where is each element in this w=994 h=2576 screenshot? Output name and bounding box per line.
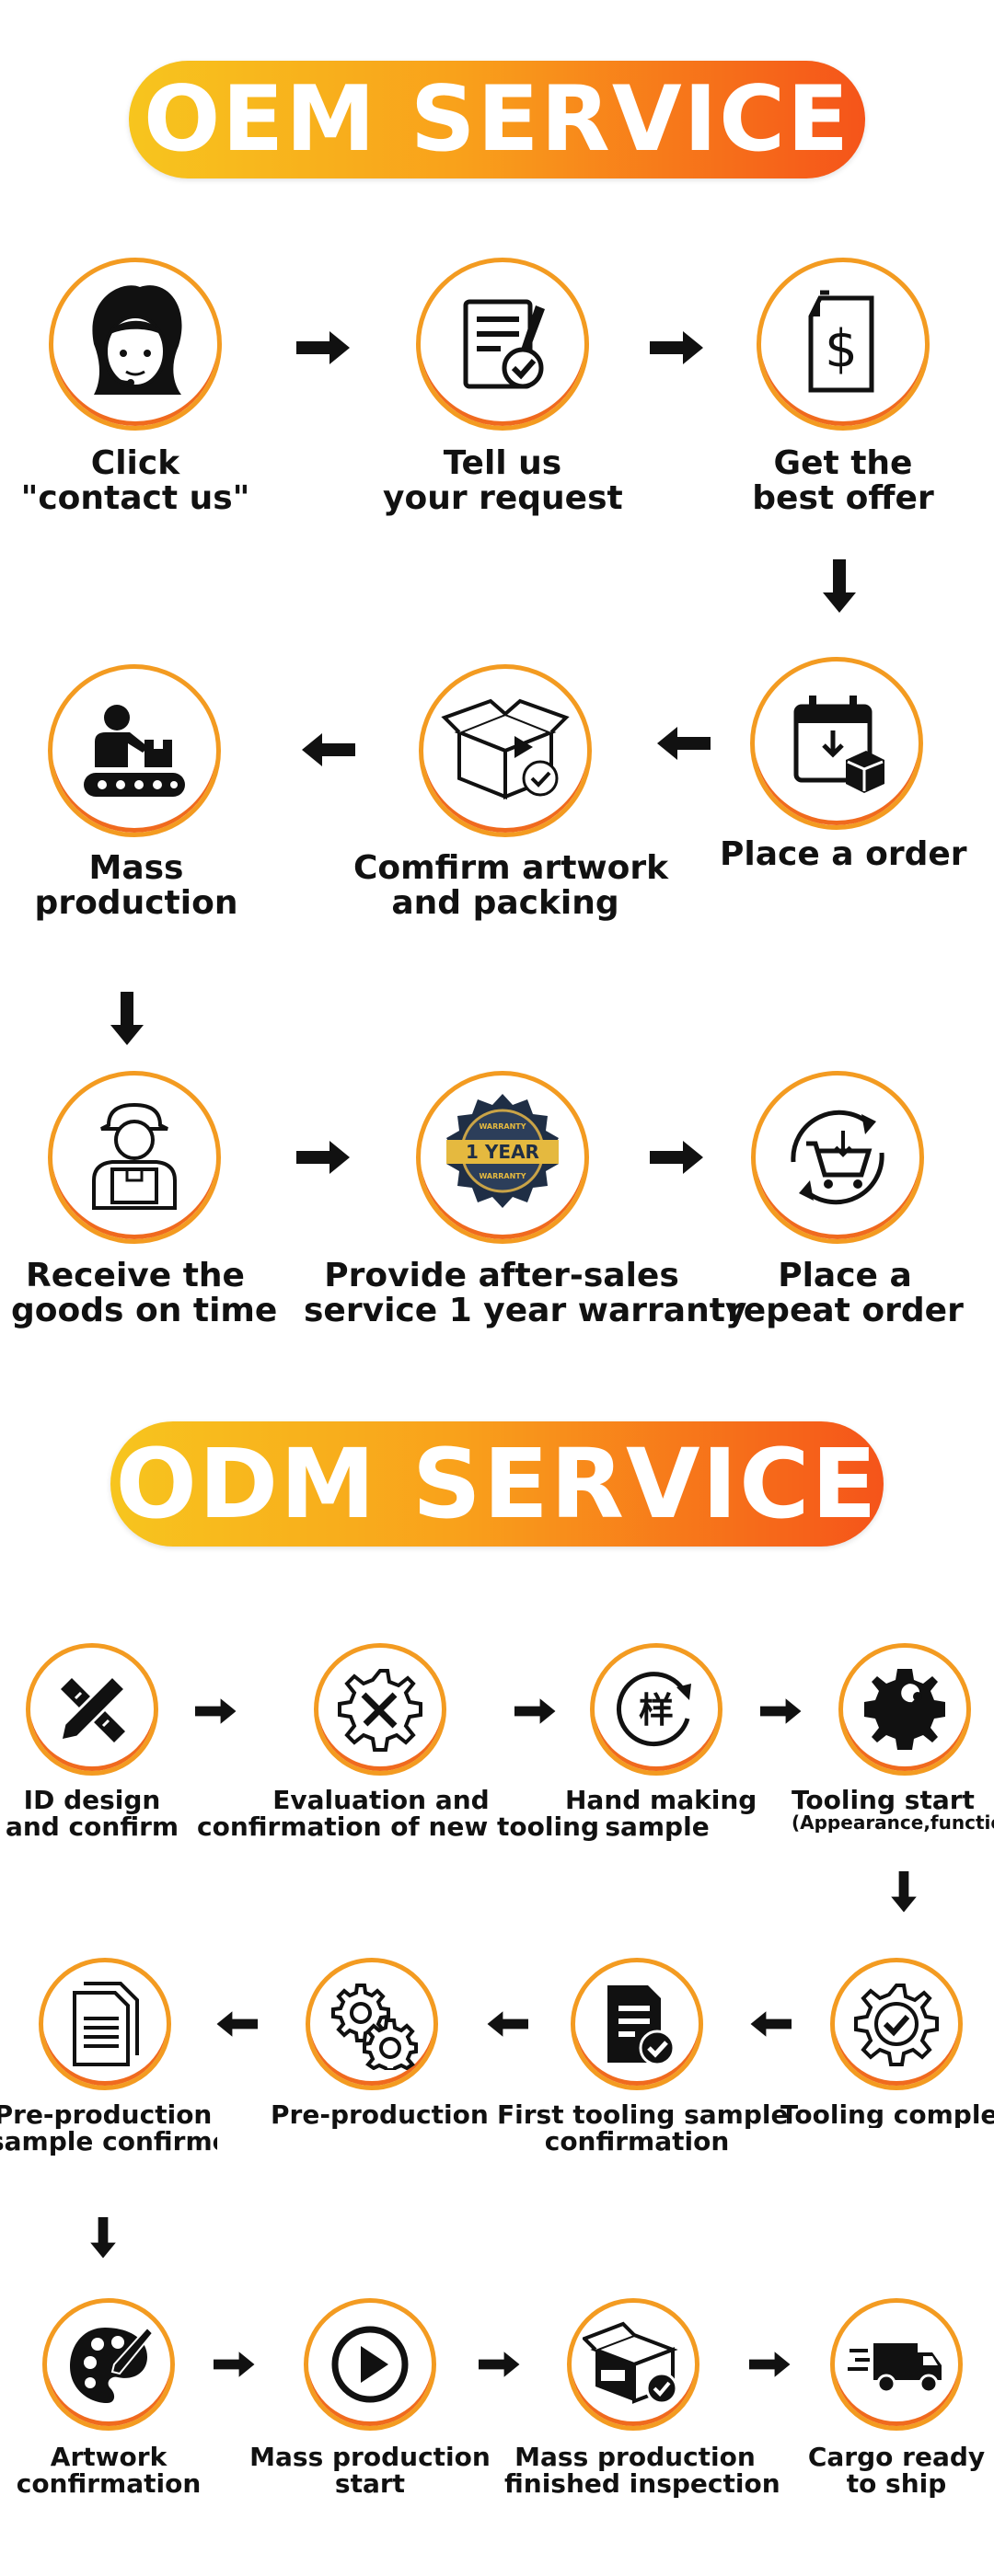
svg-text:$: $	[825, 319, 858, 379]
gear-check-icon	[830, 1958, 963, 2090]
price-offer-icon: $	[757, 258, 930, 431]
oem-service-banner: OEM SERVICE	[129, 61, 865, 178]
arrow-left-icon	[302, 733, 355, 766]
arrow-down-icon	[823, 559, 856, 613]
repeat-cart-icon	[751, 1071, 924, 1244]
oem-service-title: OEM SERVICE	[143, 67, 851, 172]
sample-stamp-icon: 样	[590, 1643, 722, 1776]
svg-text:WARRANTY: WARRANTY	[479, 1172, 526, 1180]
customer-service-icon	[49, 258, 222, 431]
arrow-right-icon	[514, 1698, 556, 1724]
packing-box-icon	[419, 664, 592, 837]
production-line-icon	[48, 664, 221, 837]
odm-step-label: Tooling complet	[780, 2101, 994, 2129]
odm-step-label: Tooling start(Appearance,function,str	[792, 1787, 994, 1834]
arrow-right-icon	[296, 331, 350, 364]
document-check-icon	[571, 1958, 703, 2090]
tools-gear-icon	[314, 1643, 446, 1776]
arrow-right-icon	[195, 1698, 237, 1724]
delivery-person-icon	[48, 1071, 221, 1244]
arrow-left-icon	[487, 2011, 528, 2037]
truck-icon	[830, 2298, 963, 2431]
svg-text:WARRANTY: WARRANTY	[479, 1122, 526, 1131]
arrow-left-icon	[216, 2011, 258, 2037]
box-check-icon	[567, 2298, 699, 2431]
gear-wrench-icon	[838, 1643, 971, 1776]
palette-icon	[42, 2298, 175, 2431]
warranty-badge-icon: 1 YEAR WARRANTY WARRANTY	[416, 1071, 589, 1244]
calendar-order-icon	[750, 657, 923, 830]
documents-icon	[39, 1958, 171, 2090]
odm-step-label: Pre-production	[271, 2099, 489, 2130]
arrow-right-icon	[214, 2352, 255, 2377]
gears-icon	[306, 1958, 438, 2090]
arrow-right-icon	[650, 331, 703, 364]
play-icon	[304, 2298, 436, 2431]
arrow-right-icon	[479, 2352, 520, 2377]
arrow-right-icon	[650, 1141, 703, 1174]
odm-service-banner: ODM SERVICE	[110, 1421, 884, 1547]
arrow-right-icon	[760, 1698, 802, 1724]
arrow-down-icon	[891, 1871, 917, 1913]
oem-step-label: Place a order	[720, 835, 967, 873]
arrow-right-icon	[296, 1141, 350, 1174]
request-form-icon	[416, 258, 589, 431]
arrow-down-icon	[90, 2217, 116, 2259]
svg-text:1 YEAR: 1 YEAR	[466, 1141, 539, 1163]
arrow-left-icon	[750, 2011, 792, 2037]
oem-step-label: Click"contact us"	[20, 444, 250, 517]
pencil-ruler-icon	[26, 1643, 158, 1776]
arrow-down-icon	[110, 992, 144, 1045]
odm-service-title: ODM SERVICE	[115, 1428, 879, 1540]
svg-text:样: 样	[639, 1690, 674, 1731]
odm-step-label: Pre-productionsample confirmed	[0, 2101, 217, 2156]
arrow-right-icon	[749, 2352, 791, 2377]
arrow-left-icon	[657, 727, 711, 760]
